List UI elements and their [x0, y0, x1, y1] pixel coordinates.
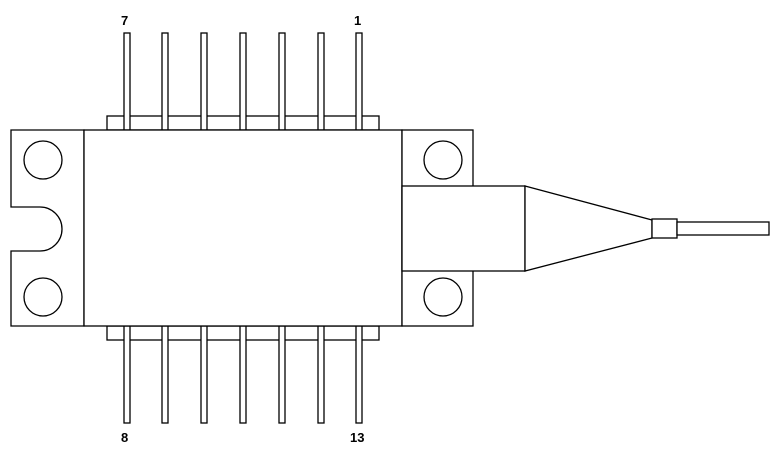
left-bottom-mounting-hole — [23, 277, 63, 317]
pin-label-8: 8 — [121, 430, 129, 445]
pin-7 — [123, 32, 131, 131]
pin-5 — [200, 32, 208, 131]
ferrule-housing — [401, 185, 526, 272]
tapered-strain-relief-boot — [524, 185, 653, 272]
pin-13 — [355, 325, 363, 424]
left-mounting-flange — [10, 129, 85, 327]
pin-label-7: 7 — [121, 13, 129, 28]
pin-4 — [239, 32, 247, 131]
fiber-pigtail — [676, 221, 770, 236]
pin-3 — [278, 32, 286, 131]
pin-1 — [355, 32, 363, 131]
pin-6 — [161, 32, 169, 131]
left-top-mounting-hole — [23, 140, 63, 180]
pin-label-13: 13 — [350, 430, 365, 445]
right-bottom-mounting-hole — [423, 277, 463, 317]
pin-12 — [278, 325, 286, 424]
right-top-mounting-hole — [423, 140, 463, 180]
pin-11 — [239, 325, 247, 424]
fiber-sleeve — [651, 218, 678, 239]
pin-13-b — [317, 325, 325, 424]
main-body — [83, 129, 403, 327]
pin-9 — [161, 325, 169, 424]
pin-2 — [317, 32, 325, 131]
pin-10 — [200, 325, 208, 424]
pin-8 — [123, 325, 131, 424]
pin-label-1: 1 — [354, 13, 362, 28]
